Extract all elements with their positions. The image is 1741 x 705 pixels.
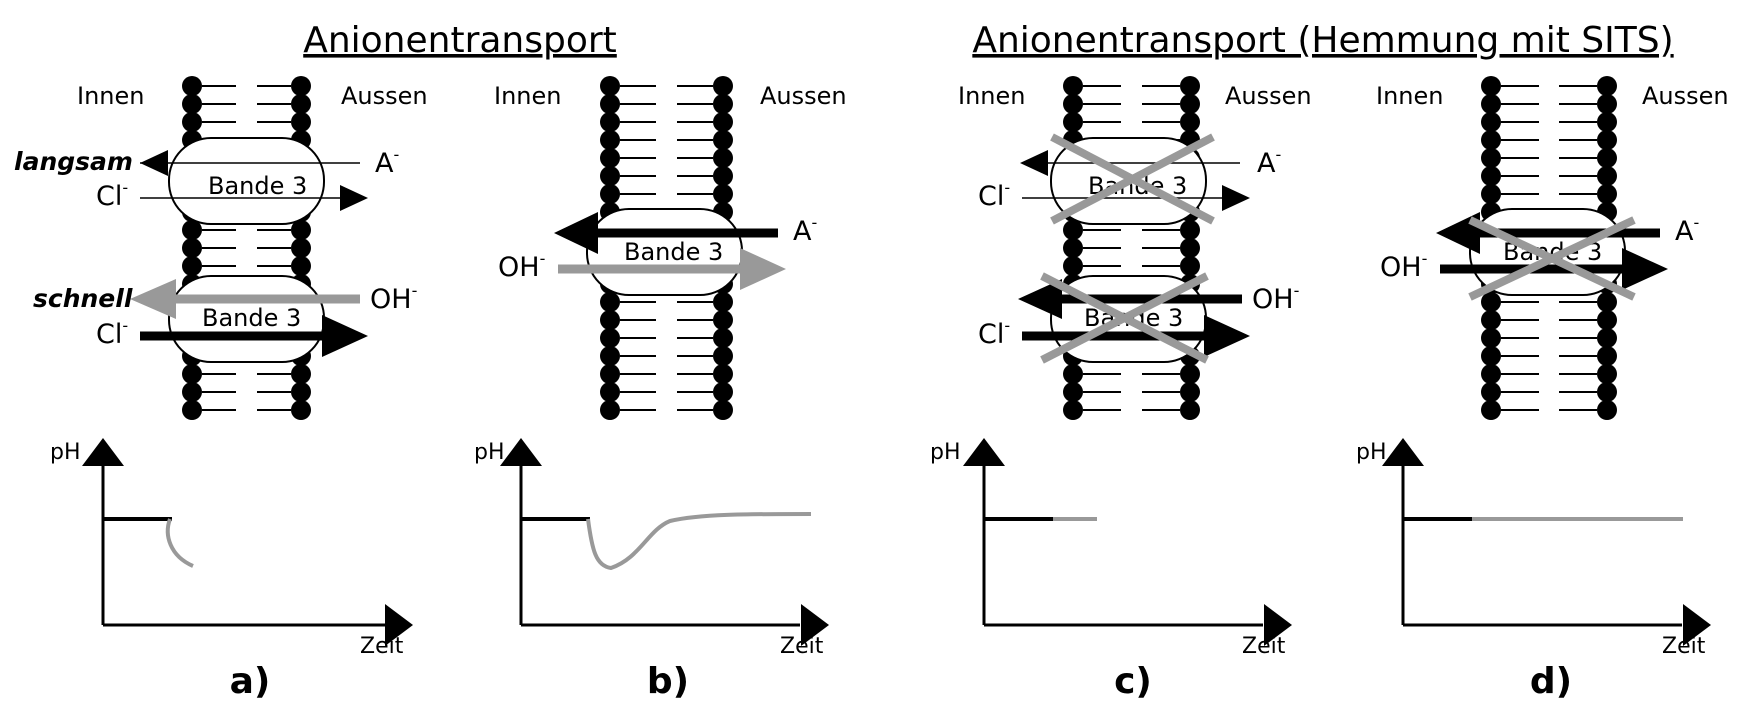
lipid-heads-a [182,76,311,420]
ion-oh-label-b: OH- [498,249,545,283]
inside-label-b: Innen [494,82,561,110]
panel-label-b: b) [647,661,689,702]
ph-axis-label-d: pH [1356,440,1387,465]
time-axis-label-a: Zeit [360,634,404,659]
outside-label-a: Aussen [341,82,428,110]
fast-label: schnell [33,284,133,313]
ion-cl-label-a-upper: Cl- [96,178,128,212]
ph-graph-d [1382,438,1711,646]
inhibition-cross-c-lower [1040,272,1209,364]
ph-axis-label-c: pH [930,440,961,465]
inside-label-a: Innen [77,82,144,110]
panel-label-a: a) [230,661,271,702]
inhibition-cross-d [1468,216,1636,301]
panel-b: Innen Aussen Bande 3 A- OH- pH Zeit b) [474,76,847,702]
slow-label: langsam [14,147,133,176]
title-anion-transport-sits: Anionentransport (Hemmung mit SITS) [972,20,1673,61]
band3-transporter-a-upper [168,137,325,225]
outside-label-b: Aussen [760,82,847,110]
title-anion-transport: Anionentransport [303,20,617,61]
ion-oh-label-d: OH- [1380,249,1427,283]
ph-axis-label-a: pH [50,440,81,465]
panel-a: Innen Aussen Bande 3 langsam A- Cl- Band… [14,76,428,702]
ion-cl-label-c-lower: Cl- [978,316,1010,350]
ion-a-label-b: A- [793,213,817,247]
ion-a-label-a: A- [375,145,399,179]
ph-graph-a [82,438,413,646]
panel-label-c: c) [1114,661,1152,702]
membrane-c [1063,76,1200,420]
ph-curve-b [586,512,812,571]
band3-label-a-lower: Bande 3 [202,304,301,332]
ph-axis-label-b: pH [474,440,505,465]
ion-cl-label-c-upper: Cl- [978,178,1010,212]
membrane-a [182,76,311,420]
ph-graph-c [963,438,1292,646]
panel-label-d: d) [1530,661,1572,702]
panel-d: Innen Aussen Bande 3 A- OH- pH Zeit d) [1356,76,1729,702]
inside-label-c: Innen [958,82,1025,110]
ion-oh-label-c: OH- [1252,281,1299,315]
ion-oh-label-a: OH- [370,281,417,315]
ion-a-label-d: A- [1675,213,1699,247]
time-axis-label-c: Zeit [1242,634,1286,659]
inhibition-cross-c-upper [1050,133,1215,225]
ion-a-label-c: A- [1257,145,1281,179]
outside-label-d: Aussen [1642,82,1729,110]
band3-label-a-upper: Bande 3 [208,172,307,200]
time-axis-label-d: Zeit [1662,634,1706,659]
panel-c: Innen Aussen Bande 3 A- Cl- Bande 3 OH- … [930,76,1312,702]
inside-label-d: Innen [1376,82,1443,110]
ph-curve-a [165,518,194,568]
band3-label-b: Bande 3 [624,238,723,266]
outside-label-c: Aussen [1225,82,1312,110]
ion-cl-label-a-lower: Cl- [96,316,128,350]
ph-graph-b [500,438,829,646]
time-axis-label-b: Zeit [780,634,824,659]
